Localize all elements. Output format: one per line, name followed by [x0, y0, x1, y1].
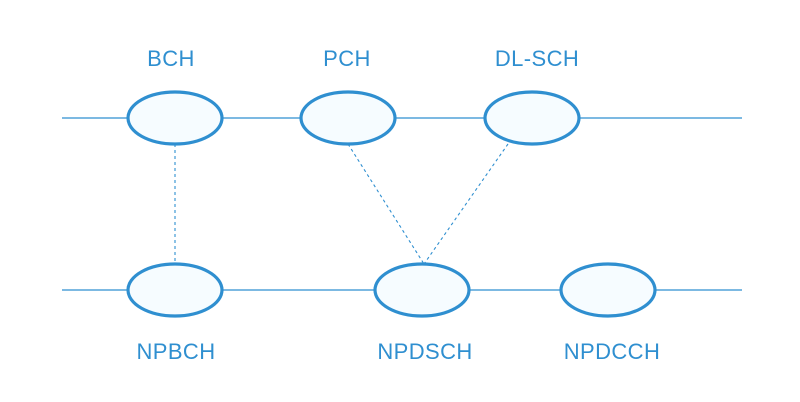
- dlsch-label: DL-SCH: [495, 46, 579, 71]
- dlsch-node: [483, 90, 581, 146]
- npdcch-label: NPDCCH: [564, 339, 661, 364]
- npbch-label: NPBCH: [136, 339, 215, 364]
- dlsch-to-npdsch-connector: [423, 143, 509, 265]
- pch-to-npdsch-connector: [347, 143, 425, 265]
- npbch-node: [126, 262, 224, 318]
- bch-label: BCH: [147, 46, 195, 71]
- bch-node: [126, 90, 224, 146]
- pch-label: PCH: [323, 46, 371, 71]
- pch-node: [299, 90, 397, 146]
- npdsch-label: NPDSCH: [377, 339, 472, 364]
- npdcch-node: [559, 262, 657, 318]
- npdsch-node: [373, 262, 471, 318]
